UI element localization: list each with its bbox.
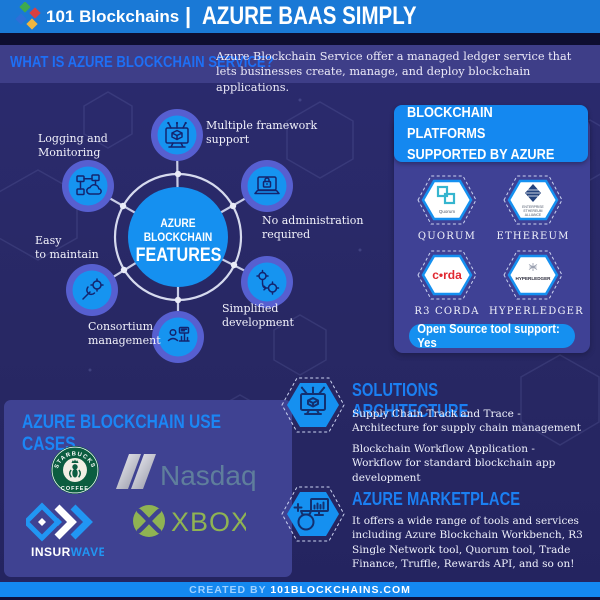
insurwave-logo: INSURWAVE: [26, 502, 104, 559]
svg-text:Nasdaq: Nasdaq: [160, 460, 255, 491]
platform-label-r3corda: R3 CORDA: [414, 306, 480, 317]
feature-hub-text: AZURE BLOCKCHAIN FEATURES: [135, 216, 221, 266]
header-bar: 101 Blockchains | AZURE BAAS SIMPLY EXPL…: [0, 0, 600, 59]
consortium-management-icon: [152, 311, 204, 363]
footer-prefix: CREATED BY: [189, 583, 267, 596]
use-cases-title: AZURE BLOCKCHAIN USE CASES: [22, 412, 222, 455]
bottom-strip: [0, 597, 600, 600]
brand-logo-icon: [15, 2, 41, 30]
footer-bar: CREATED BY 101BLOCKCHAINS.COM: [0, 582, 600, 597]
feature-label-multiple-framework: Multiple framework support: [206, 119, 318, 147]
open-source-pill: Open Source tool support: Yes: [409, 322, 575, 350]
nasdaq-logo: Nasdaq: [116, 454, 255, 491]
svg-text:Quorum: Quorum: [439, 209, 456, 214]
divider-strip: [0, 33, 600, 45]
feature-label-simplified-development: Simplified development: [222, 302, 294, 330]
platform-ethereum: ENTERPRISE ETHEREUM ALLIANCE ETHEREUM: [496, 172, 568, 248]
corda-logo-icon: c•rda: [432, 268, 462, 282]
marketplace-body: It offers a wide range of tools and serv…: [352, 515, 583, 571]
xbox-logo: XBOX: [133, 505, 246, 537]
solutions-title: SOLUTIONS ARCHITECTURE: [352, 380, 469, 421]
no-administration-icon: [241, 160, 293, 212]
solutions-item-1: Supply Chain Track and Trace - Architect…: [352, 408, 581, 435]
use-cases-panel: AZURE BLOCKCHAIN USE CASES STARBUCKS COF…: [4, 400, 292, 577]
feature-label-no-administration: No administration required: [262, 214, 364, 242]
solutions-architecture-icon: [281, 377, 345, 433]
svg-text:ENTERPRISE: ENTERPRISE: [522, 205, 544, 209]
svg-text:ALLIANCE: ALLIANCE: [525, 213, 542, 217]
logging-monitoring-icon: [62, 160, 114, 212]
svg-text:XBOX: XBOX: [171, 507, 246, 537]
platform-label-hyperledger: HYPERLEDGER: [489, 306, 584, 317]
platform-label-quorum: QUORUM: [417, 231, 477, 242]
quorum-logo-icon: Quorum: [436, 185, 456, 214]
brand-name: 101 Blockchains: [46, 7, 180, 26]
feature-hub-circle: [128, 187, 228, 287]
platform-hyperledger: HYPERLEDGER HYPERLEDGER: [489, 247, 583, 323]
header-divider: |: [185, 3, 192, 28]
intro-question: WHAT IS AZURE BLOCKCHAIN SERVICE?: [10, 54, 274, 71]
solutions-item-2: Blockchain Workflow Application - Workfl…: [352, 443, 556, 484]
feature-label-logging-monitoring: Logging and Monitoring: [38, 132, 108, 160]
platform-quorum: Quorum QUORUM: [415, 172, 479, 248]
azure-marketplace-icon: [281, 486, 345, 542]
platform-label-ethereum: ETHEREUM: [496, 231, 570, 242]
svg-text:COFFEE: COFFEE: [61, 486, 89, 492]
simplified-development-icon: [241, 256, 293, 308]
easy-to-maintain-icon: [66, 264, 118, 316]
svg-text:INSURWAVE: INSURWAVE: [31, 545, 104, 559]
intro-answer: Azure Blockchain Service offer a managed…: [216, 50, 572, 94]
intro-band: WHAT IS AZURE BLOCKCHAIN SERVICE? Azure …: [0, 45, 600, 94]
platforms-header: BLOCKCHAIN PLATFORMS SUPPORTED BY AZURE: [394, 104, 588, 163]
hyperledger-logo-icon: HYPERLEDGER: [516, 263, 552, 281]
footer-site: 101BLOCKCHAINS.COM: [270, 583, 411, 596]
svg-text:ETHEREUM: ETHEREUM: [523, 209, 542, 213]
platform-r3corda: c•rda R3 CORDA: [414, 247, 479, 323]
feature-label-easy-to-maintain: Easy to maintain: [35, 234, 99, 262]
starbucks-logo: STARBUCKS COFFEE: [51, 446, 99, 494]
marketplace-title: AZURE MARKETPLACE: [352, 489, 521, 509]
feature-label-consortium-management: Consortium management: [88, 320, 161, 348]
svg-text:HYPERLEDGER: HYPERLEDGER: [516, 276, 552, 281]
ethereum-eea-logo-icon: ENTERPRISE ETHEREUM ALLIANCE: [522, 184, 545, 217]
multiple-framework-icon: [151, 109, 203, 161]
features-diagram: [62, 109, 293, 363]
